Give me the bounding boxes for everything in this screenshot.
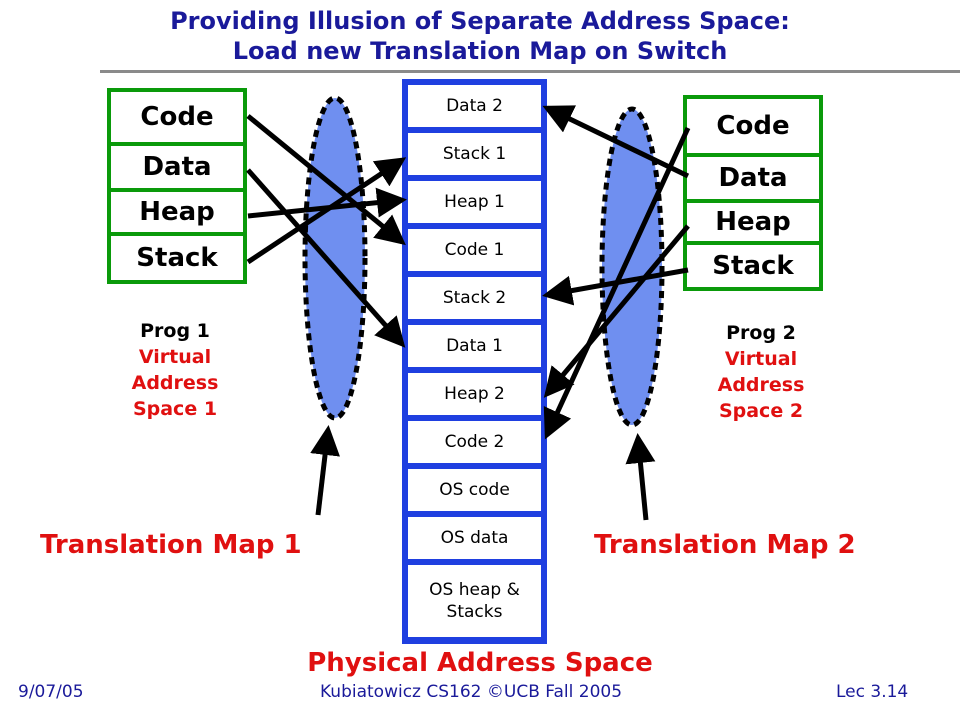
footer-lecture: Lec 3.14	[836, 682, 909, 702]
phys-cell-heap1: Heap 1	[408, 181, 541, 223]
phys-cell-os-heap-line1: OS heap &	[429, 580, 520, 600]
arrow-p1-data-to-data1	[246, 168, 406, 348]
arrow-map1-pointer	[310, 425, 340, 516]
prog2-label-line3: Address	[717, 374, 805, 396]
phys-cell-code2: Code 2	[408, 421, 541, 463]
phys-cell-data1: Data 1	[408, 325, 541, 367]
slide-title-line1: Providing Illusion of Separate Address S…	[170, 7, 790, 35]
prog1-label-line1: Prog 1	[140, 320, 210, 342]
prog2-label-line1: Prog 2	[726, 322, 796, 344]
prog2-label-line2: Virtual	[724, 348, 798, 370]
prog1-label-line2: Virtual	[138, 346, 212, 368]
phys-cell-stack1: Stack 1	[408, 133, 541, 175]
prog2-heap-segment: Heap	[683, 199, 823, 245]
phys-cell-os-heap-line2: Stacks	[446, 602, 503, 622]
translation-map-2-label: Translation Map 2	[594, 530, 856, 560]
phys-cell-os-heap-stacks: OS heap & Stacks	[408, 565, 541, 637]
arrow-p1-stack-to-stack1	[246, 157, 407, 265]
phys-cell-os-data: OS data	[408, 517, 541, 559]
footer-course: Kubiatowicz CS162 ©UCB Fall 2005	[320, 682, 623, 702]
arrow-p2-data-to-data2	[542, 105, 690, 179]
prog1-data-segment: Data	[107, 142, 247, 192]
translation-map-1-label: Translation Map 1	[40, 530, 302, 560]
phys-cell-code1: Code 1	[408, 229, 541, 271]
prog1-label: Prog 1 Virtual Address Space 1	[100, 318, 250, 422]
prog1-code-segment: Code	[107, 88, 247, 146]
arrow-map2-pointer	[625, 433, 656, 521]
prog2-code-segment: Code	[683, 95, 823, 157]
translation-map-2-ellipse	[599, 106, 665, 428]
physical-address-space-label: Physical Address Space	[307, 648, 653, 678]
prog1-label-line4: Space 1	[132, 398, 218, 420]
phys-cell-data2: Data 2	[408, 85, 541, 127]
prog2-label: Prog 2 Virtual Address Space 2	[686, 320, 836, 424]
footer-date: 9/07/05	[18, 682, 84, 702]
phys-cell-heap2: Heap 2	[408, 373, 541, 415]
prog2-stack-segment: Stack	[683, 241, 823, 291]
arrow-p2-heap-to-heap2	[543, 224, 690, 398]
prog1-label-line3: Address	[131, 372, 219, 394]
prog2-label-line4: Space 2	[718, 400, 804, 422]
arrow-p2-stack-to-stack2	[542, 267, 689, 306]
arrow-p1-heap-to-heap1	[247, 187, 407, 219]
title-rule	[100, 70, 960, 73]
slide-title-line2: Load new Translation Map on Switch	[232, 37, 728, 65]
prog1-stack-segment: Stack	[107, 232, 247, 284]
phys-cell-os-code: OS code	[408, 469, 541, 511]
phys-cell-stack2: Stack 2	[408, 277, 541, 319]
arrow-p1-code-to-code1	[246, 114, 406, 246]
